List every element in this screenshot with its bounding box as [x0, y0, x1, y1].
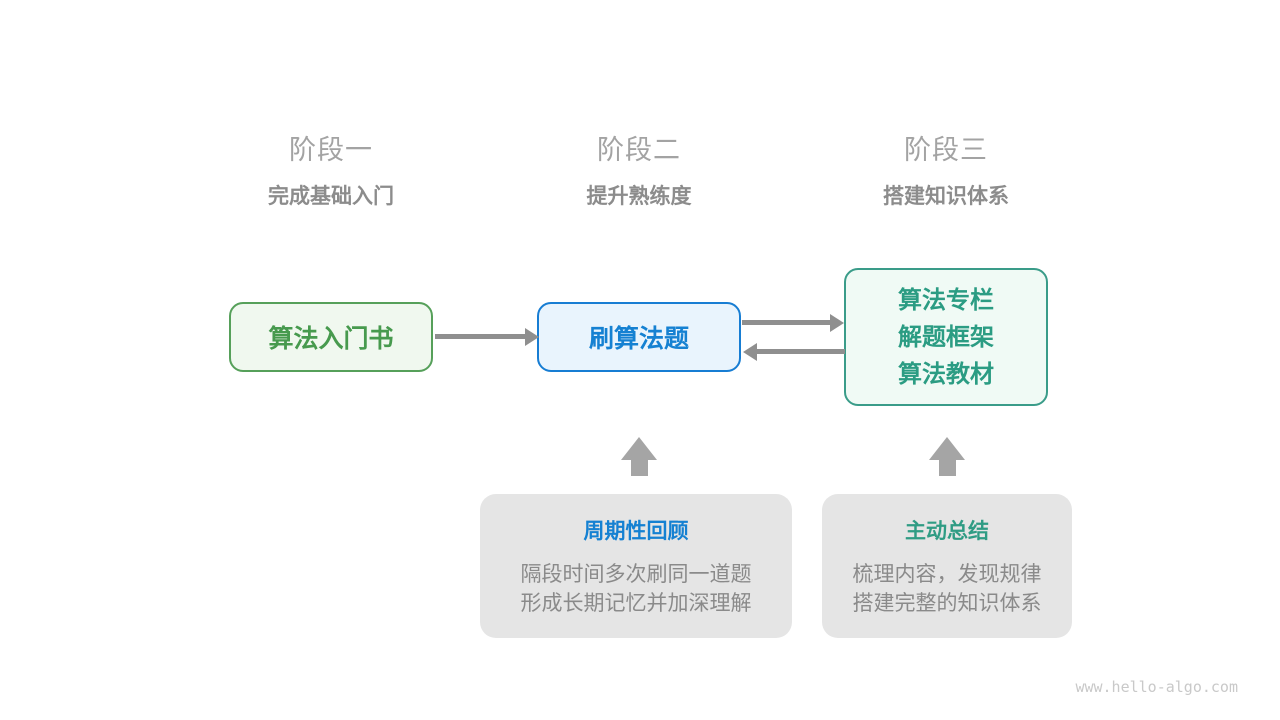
node-intro-book: 算法入门书 — [229, 302, 433, 372]
arrow-stage2-to-stage3-icon — [742, 313, 844, 332]
note-body-line: 形成长期记忆并加深理解 — [520, 592, 752, 615]
arrow-review-up-icon — [621, 437, 657, 476]
arrow-head — [621, 437, 657, 460]
note-active-summary-body: 梳理内容，发现规律 搭建完整的知识体系 — [822, 560, 1072, 618]
note-body-line: 梳理内容，发现规律 — [852, 563, 1042, 586]
stage-3-label: 阶段三 — [904, 135, 988, 165]
arrow-stem — [630, 460, 648, 476]
note-periodic-review-body: 隔段时间多次刷同一道题 形成长期记忆并加深理解 — [480, 560, 792, 618]
note-active-summary: 主动总结 梳理内容，发现规律 搭建完整的知识体系 — [822, 494, 1072, 638]
stage-1-label: 阶段一 — [289, 135, 373, 165]
stage-1-subtitle: 完成基础入门 — [268, 185, 394, 208]
stage-3-subtitle: 搭建知识体系 — [883, 185, 1009, 208]
stage-2-subtitle: 提升熟练度 — [586, 185, 692, 208]
arrow-summary-up-icon — [929, 437, 965, 476]
note-body-line: 隔段时间多次刷同一道题 — [520, 563, 752, 586]
note-periodic-review-title: 周期性回顾 — [583, 520, 689, 543]
note-body-line: 搭建完整的知识体系 — [852, 592, 1042, 615]
node-knowledge-resources: 算法专栏 解题框架 算法教材 — [844, 268, 1048, 406]
arrow-head — [929, 437, 965, 460]
resource-line-textbooks: 算法教材 — [898, 360, 994, 388]
node-practice-problems-label: 刷算法题 — [588, 325, 689, 353]
arrow-stage3-to-stage2-icon — [743, 342, 845, 361]
arrow-stage1-to-stage2-icon — [435, 327, 539, 346]
note-periodic-review: 周期性回顾 隔段时间多次刷同一道题 形成长期记忆并加深理解 — [480, 494, 792, 638]
node-practice-problems: 刷算法题 — [537, 302, 741, 372]
resource-line-columns: 算法专栏 — [898, 286, 994, 314]
watermark-url: www.hello-algo.com — [1075, 678, 1238, 696]
arrow-stem — [938, 460, 956, 476]
note-active-summary-title: 主动总结 — [905, 520, 989, 543]
stage-2-label: 阶段二 — [597, 135, 681, 165]
node-intro-book-label: 算法入门书 — [268, 325, 394, 353]
resource-line-frameworks: 解题框架 — [898, 323, 994, 351]
